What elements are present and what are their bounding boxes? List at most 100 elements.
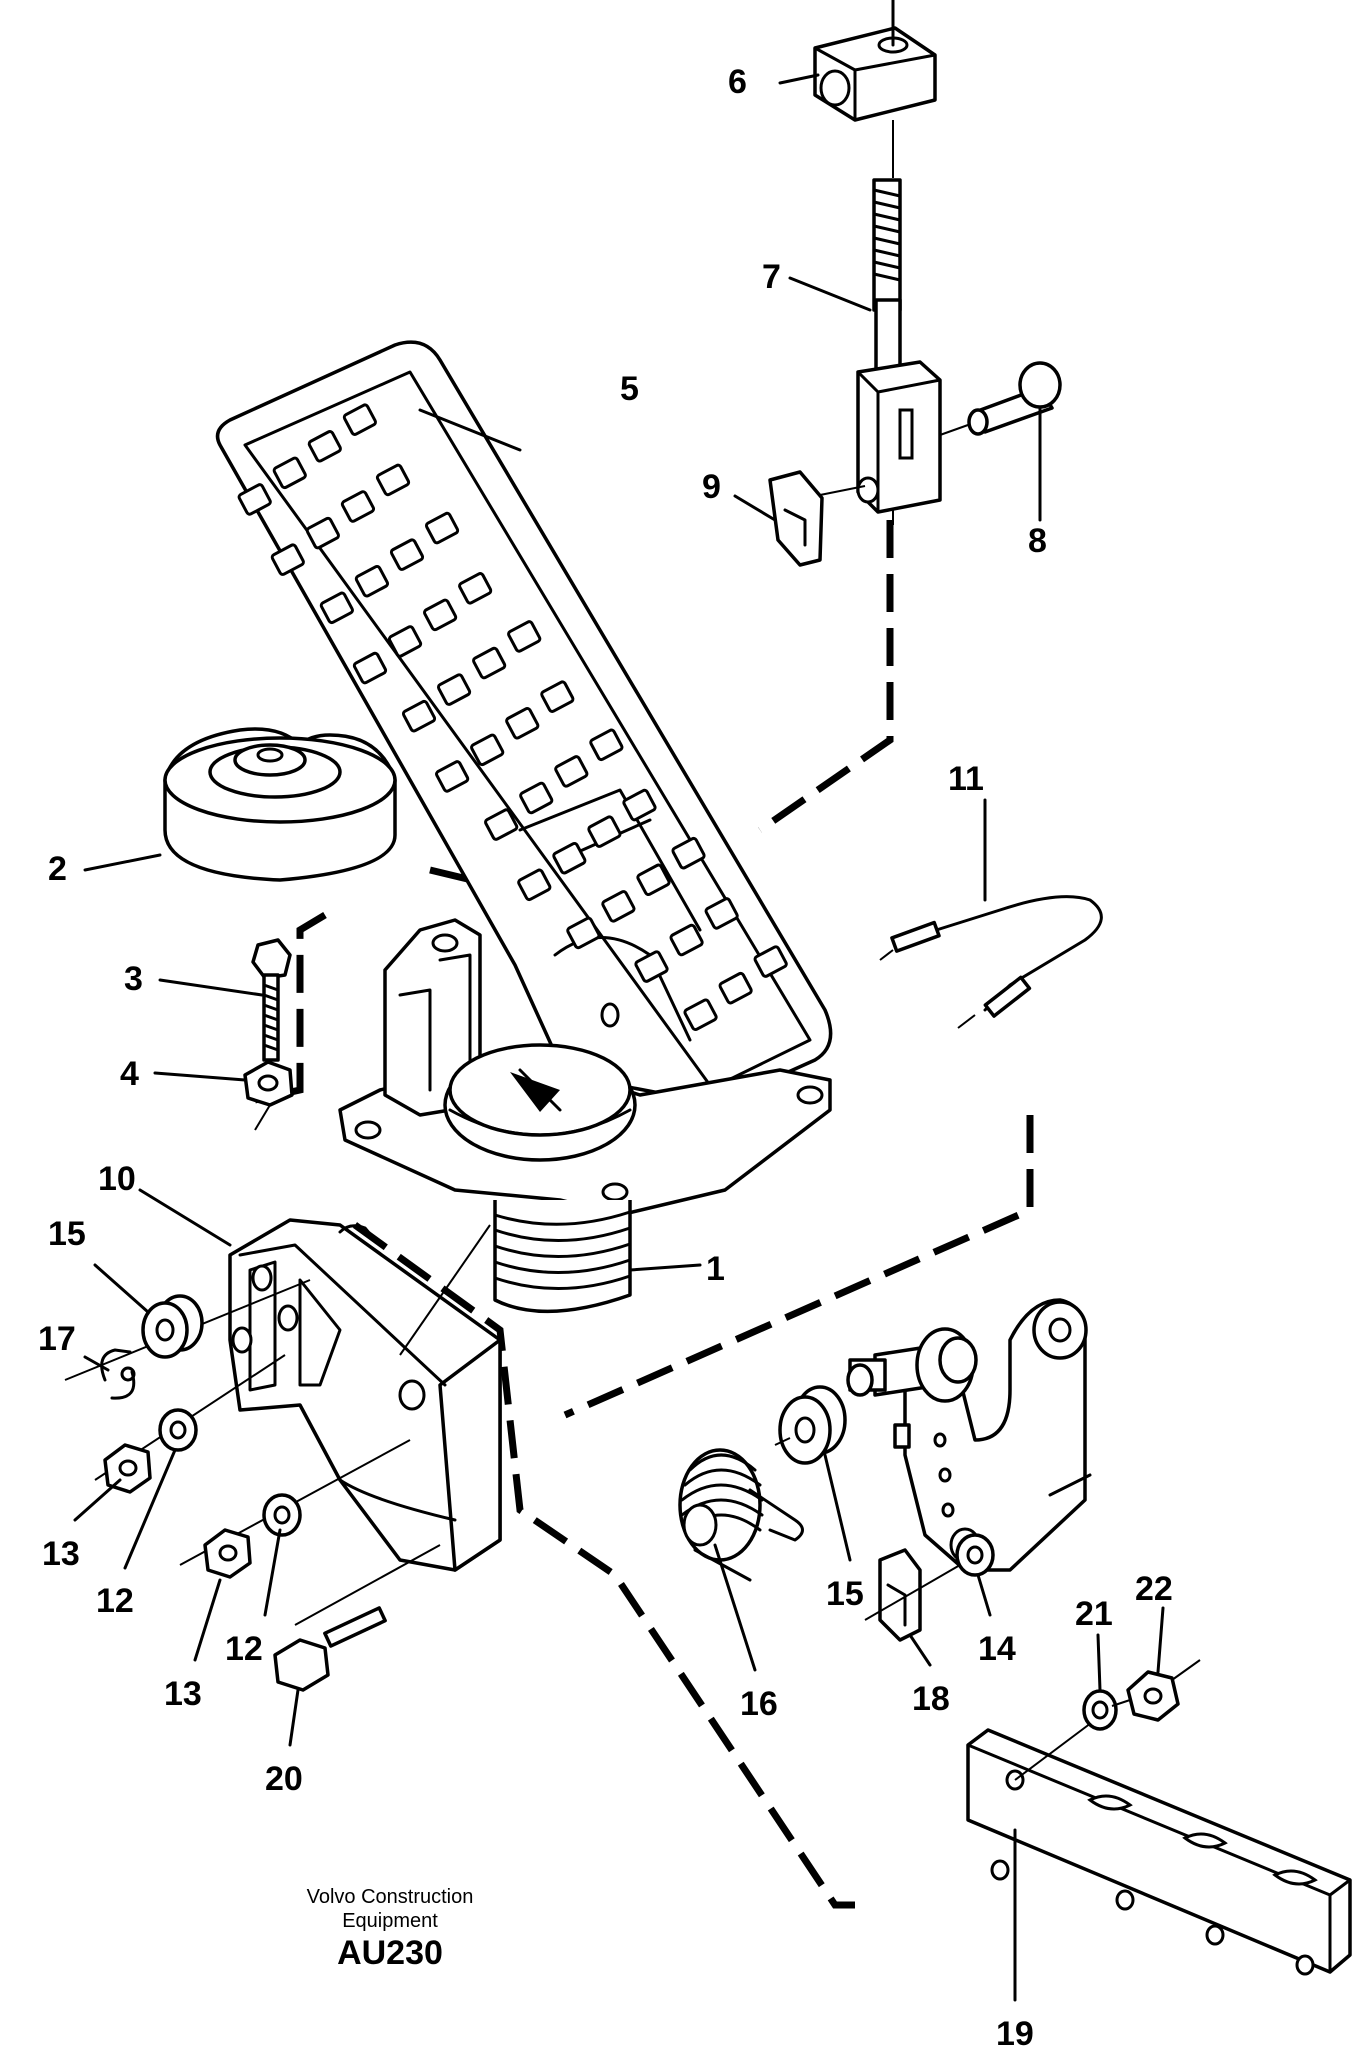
callout-14: 14 [978, 1630, 1016, 1668]
callout-11: 11 [948, 760, 984, 798]
tread-diamond [517, 868, 552, 902]
part-15-bushing-left [141, 1294, 204, 1359]
callout-15a: 15 [48, 1215, 86, 1253]
callout-16: 16 [740, 1685, 778, 1723]
pedal-lever-arm [846, 1298, 1092, 1572]
tread-diamond [589, 728, 624, 762]
pedal-tread-pattern [237, 403, 788, 1032]
callout-17: 17 [38, 1320, 76, 1358]
tread-diamond [375, 463, 411, 497]
tread-diamond [566, 916, 601, 950]
tread-diamond [424, 511, 460, 545]
callout-5: 5 [620, 370, 639, 408]
callout-12a: 12 [96, 1582, 134, 1620]
tread-diamond [307, 430, 342, 463]
caption-company-line2: Equipment [342, 1910, 438, 1932]
part-7-threaded-rod [856, 178, 942, 525]
callout-labels: 1 2 3 4 5 6 7 8 9 10 11 12 12 13 13 14 1… [38, 63, 1173, 2053]
part-11-return-spring-rod [879, 895, 1103, 1029]
part-19-mounting-plate [966, 1719, 1352, 1976]
part-16-torsion-spring [678, 1448, 804, 1582]
tread-diamond [718, 971, 753, 1005]
tread-diamond [387, 625, 423, 658]
caption-company: Volvo Construction [306, 1886, 474, 1908]
tread-diamond [636, 863, 671, 897]
part-18-clip [864, 1548, 961, 1642]
tread-diamond [401, 699, 437, 733]
tread-diamond [484, 808, 519, 841]
part-12-washer-lower [262, 1493, 302, 1537]
callout-13b: 13 [164, 1675, 202, 1713]
tread-diamond [470, 733, 505, 767]
callout-6: 6 [728, 63, 747, 101]
tread-diamond [270, 543, 305, 576]
part-12-washer-upper [158, 1408, 198, 1452]
callout-15b: 15 [826, 1575, 864, 1613]
tread-diamond [352, 651, 388, 685]
part-21-washer [1082, 1689, 1118, 1731]
tread-diamond [423, 598, 458, 632]
tread-diamond [622, 788, 657, 822]
tread-diamond [704, 897, 739, 930]
tread-diamond [601, 890, 636, 923]
tread-diamond [519, 781, 554, 815]
callout-20: 20 [265, 1760, 303, 1798]
callout-21: 21 [1075, 1595, 1113, 1633]
callout-1: 1 [706, 1250, 725, 1288]
callout-2: 2 [48, 850, 67, 888]
part-9-clip [768, 470, 866, 567]
diagram-caption: Volvo Construction Equipment AU230 [240, 1885, 540, 1973]
part-17-clip [100, 1348, 136, 1400]
tread-diamond [554, 755, 589, 788]
part-22-nut [1111, 1659, 1201, 1722]
part-15-bushing-right [774, 1385, 847, 1465]
tread-diamond [507, 620, 542, 653]
tread-diamond [753, 945, 788, 978]
callout-3: 3 [124, 960, 143, 998]
part-14-washer [955, 1533, 995, 1577]
tread-diamond [435, 760, 470, 793]
callout-22: 22 [1135, 1570, 1173, 1608]
tread-diamond [340, 490, 376, 523]
tread-diamond [587, 815, 622, 848]
tread-diamond [389, 538, 425, 571]
caption-diagram-code: AU230 [337, 1934, 443, 1972]
callout-8: 8 [1028, 522, 1047, 560]
tread-diamond [354, 564, 390, 598]
callout-9: 9 [702, 468, 721, 506]
callout-13a: 13 [42, 1535, 80, 1573]
tread-diamond [237, 483, 272, 516]
part-2-rubber-boot [163, 727, 397, 882]
callout-7: 7 [762, 258, 781, 296]
callout-10: 10 [98, 1160, 136, 1198]
callout-leader-lines [73, 73, 1165, 2002]
tread-diamond [472, 646, 507, 680]
tread-diamond [540, 680, 575, 713]
tread-diamond [683, 998, 718, 1032]
callout-18: 18 [912, 1680, 950, 1718]
tread-diamond [437, 673, 472, 706]
callout-19: 19 [996, 2015, 1034, 2053]
part-13-nut-upper [103, 1443, 152, 1494]
tread-diamond [319, 591, 354, 625]
part-20-bolt [273, 1606, 387, 1692]
pedal-bracket-base [338, 918, 832, 1217]
part-13-nut-lower [203, 1528, 252, 1579]
tread-diamond [505, 707, 540, 740]
tread-diamond [342, 403, 377, 436]
tread-diamond [552, 841, 587, 875]
tread-diamond [458, 572, 493, 605]
part-8-pin [939, 361, 1062, 436]
tread-diamond [671, 836, 706, 870]
part-3-screw [251, 938, 292, 1062]
tread-diamond [669, 923, 704, 957]
callout-12b: 12 [225, 1630, 263, 1668]
part-4-nut [243, 1060, 294, 1131]
callout-4: 4 [120, 1055, 139, 1093]
part-6-clevis-block [813, 0, 937, 178]
part-1-threaded-boss [493, 1200, 632, 1314]
tread-diamond [305, 516, 340, 550]
tread-diamond [272, 456, 307, 490]
tread-diamond [634, 950, 669, 983]
